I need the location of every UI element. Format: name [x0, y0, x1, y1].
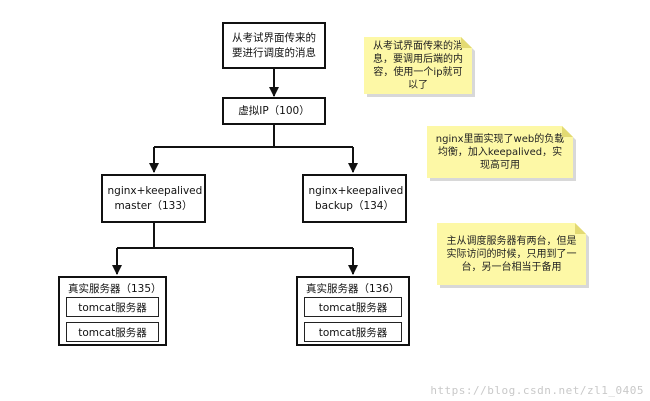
tomcat-server-left-1-text: tomcat服务器: [78, 301, 147, 314]
tomcat-server-right-1-text: tomcat服务器: [318, 301, 388, 314]
real-server-group-left: 真实服务器（135） tomcat服务器 tomcat服务器: [58, 276, 167, 346]
note-1: 从考试界面传来的消息，要调用后端的内容，使用一个ip就可以了: [364, 37, 472, 94]
note-3-fold: [575, 223, 586, 234]
note-1-text: 从考试界面传来的消息，要调用后端的内容，使用一个ip就可以了: [373, 40, 463, 91]
source-message-text: 从考试界面传来的要进行调度的消息: [232, 31, 316, 59]
virtual-ip-text: 虚拟IP（100）: [238, 104, 310, 117]
virtual-ip-node: 虚拟IP（100）: [222, 97, 326, 125]
tomcat-server-left-1: tomcat服务器: [66, 297, 159, 317]
tomcat-server-right-1: tomcat服务器: [304, 297, 402, 317]
nginx-master-node: nginx+keepalived master（133）: [101, 174, 206, 223]
note-3-text: 主从调度服务器有两台，但是实际访问的时候，只用到了一台，另一台相当于备用: [446, 235, 577, 273]
real-server-group-left-label: 真实服务器（135）: [68, 283, 162, 295]
real-server-group-right-label: 真实服务器（136）: [306, 283, 400, 295]
tomcat-server-left-2-text: tomcat服务器: [78, 326, 147, 339]
note-2: nginx里面实现了web的负载均衡，加入keepalived，实现高可用: [427, 126, 573, 178]
note-2-text: nginx里面实现了web的负载均衡，加入keepalived，实现高可用: [435, 133, 565, 171]
nginx-master-text: nginx+keepalived master（133）: [107, 184, 203, 212]
nginx-backup-node: nginx+keepalived backup（134）: [302, 174, 407, 223]
tomcat-server-right-2: tomcat服务器: [304, 322, 402, 342]
tomcat-server-right-2-text: tomcat服务器: [318, 326, 388, 339]
note-1-fold: [461, 37, 472, 48]
note-2-fold: [562, 126, 573, 137]
tomcat-server-left-2: tomcat服务器: [66, 322, 159, 342]
watermark-text: https://blog.csdn.net/zl1_0405: [430, 384, 644, 397]
real-server-group-right: 真实服务器（136） tomcat服务器 tomcat服务器: [296, 276, 410, 346]
nginx-backup-text: nginx+keepalived backup（134）: [308, 184, 404, 212]
source-message-node: 从考试界面传来的要进行调度的消息: [222, 22, 326, 69]
note-3: 主从调度服务器有两台，但是实际访问的时候，只用到了一台，另一台相当于备用: [437, 223, 586, 285]
